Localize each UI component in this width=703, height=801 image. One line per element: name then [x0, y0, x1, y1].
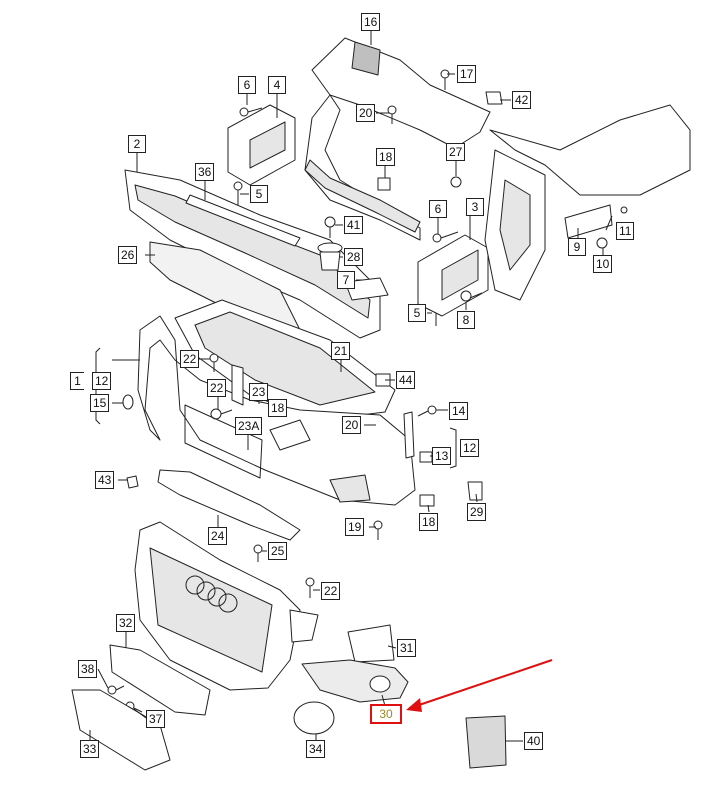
part-8-bolt [460, 290, 483, 302]
part-21-air-guide [174, 299, 396, 421]
part-38-screw [107, 685, 125, 695]
callout-13: 13 [432, 447, 452, 465]
callout-12-right: 12 [460, 439, 480, 457]
callout-11: 11 [616, 222, 635, 240]
callout-9: 9 [568, 238, 586, 256]
part-22-screw-middle [210, 408, 233, 420]
part-30-fog-grille [301, 659, 409, 703]
callout-25: 25 [268, 542, 288, 560]
callout-22-upper: 22 [180, 350, 200, 368]
part-15-cap [122, 394, 134, 410]
callout-40: 40 [524, 732, 544, 750]
callout-28: 28 [344, 248, 364, 266]
part-34-ring [293, 701, 335, 735]
callout-10: 10 [593, 255, 613, 273]
callout-42: 42 [512, 91, 532, 109]
part-6-screw-right [432, 231, 459, 243]
part-40-bag [465, 715, 507, 769]
callout-7: 7 [337, 271, 355, 289]
callout-15: 15 [90, 394, 110, 412]
part-14-screw [417, 405, 437, 417]
callout-17: 17 [457, 65, 477, 83]
part-44-clip [375, 373, 391, 387]
part-11-screw [620, 206, 628, 214]
callout-21: 21 [331, 342, 351, 360]
part-17-screw [440, 69, 450, 90]
callout-23: 23 [249, 383, 269, 401]
callout-44: 44 [396, 371, 416, 389]
callout-29: 29 [467, 503, 487, 521]
callout-43: 43 [95, 471, 115, 489]
part-31-cover [347, 624, 395, 663]
part-24-spoiler [157, 469, 301, 541]
callout-26: 26 [118, 246, 138, 264]
callout-32: 32 [116, 614, 136, 632]
callout-37: 37 [146, 710, 166, 728]
part-2-impact-beam [124, 169, 381, 339]
callout-6-right: 6 [429, 200, 447, 218]
callout-34: 34 [306, 740, 326, 758]
callout-5-left: 5 [250, 185, 268, 203]
callout-18-upper: 18 [376, 148, 396, 166]
callout-31: 31 [397, 639, 417, 657]
callout-20-upper: 20 [356, 104, 376, 122]
part-33-strip [71, 689, 171, 771]
callout-18-lower: 18 [419, 513, 439, 531]
part-29-clip [467, 481, 483, 501]
part-20-screw-upper [387, 105, 397, 124]
part-5-bolt-left [233, 181, 243, 205]
callout-12-left: 12 [92, 372, 112, 390]
part-36-strip [185, 194, 301, 247]
part-41-screw [324, 216, 336, 238]
callout-33: 33 [80, 740, 100, 758]
part-16-lock-carrier [304, 37, 491, 241]
callout-24: 24 [208, 527, 228, 545]
part-7-clip [344, 277, 389, 301]
callout-16: 16 [361, 13, 381, 31]
part-18-clip-upper [377, 177, 391, 191]
callout-8: 8 [457, 311, 475, 329]
part-22-screw-upper [209, 353, 219, 372]
callout-2: 2 [128, 135, 146, 153]
part-19-bolt [373, 520, 383, 540]
callout-41: 41 [344, 216, 364, 234]
callout-6-upper: 6 [238, 76, 256, 94]
part-22-screw-lower [305, 577, 315, 598]
part-28-mount [317, 242, 343, 271]
callout-22-lower: 22 [321, 582, 341, 600]
callout-20-lower: 20 [342, 416, 362, 434]
callout-5-right: 5 [408, 304, 426, 322]
callout-23a: 23A [235, 417, 263, 435]
part-18-clip-lower [419, 494, 435, 507]
part-25-screw [253, 544, 263, 562]
callout-14: 14 [449, 402, 469, 420]
part-27-nut [450, 176, 462, 188]
part-32-trim [109, 644, 211, 716]
part-9-bracket [564, 204, 613, 239]
part-3-bracket [417, 234, 489, 317]
part-6-screw-upper [239, 107, 263, 117]
part-12-bracket [403, 411, 415, 459]
highlight-arrow [406, 659, 553, 712]
part-42-clip [485, 91, 503, 105]
part-13-clip [419, 451, 433, 463]
part-43-cap [126, 475, 139, 489]
callout-4: 4 [268, 76, 286, 94]
callout-22-middle: 22 [207, 379, 227, 397]
callout-38: 38 [78, 660, 98, 678]
callout-19: 19 [345, 518, 365, 536]
callout-30-highlighted[interactable]: 30 [370, 704, 402, 724]
callout-3: 3 [466, 198, 484, 216]
fender-side-panel [484, 104, 691, 301]
callout-27: 27 [446, 143, 466, 161]
callout-18-middle: 18 [268, 399, 288, 417]
callout-36: 36 [195, 163, 215, 181]
part-4-bracket [227, 104, 296, 186]
callout-1: 1 [70, 372, 84, 390]
radiator-grille [134, 521, 319, 691]
part-10-nut [596, 237, 608, 249]
